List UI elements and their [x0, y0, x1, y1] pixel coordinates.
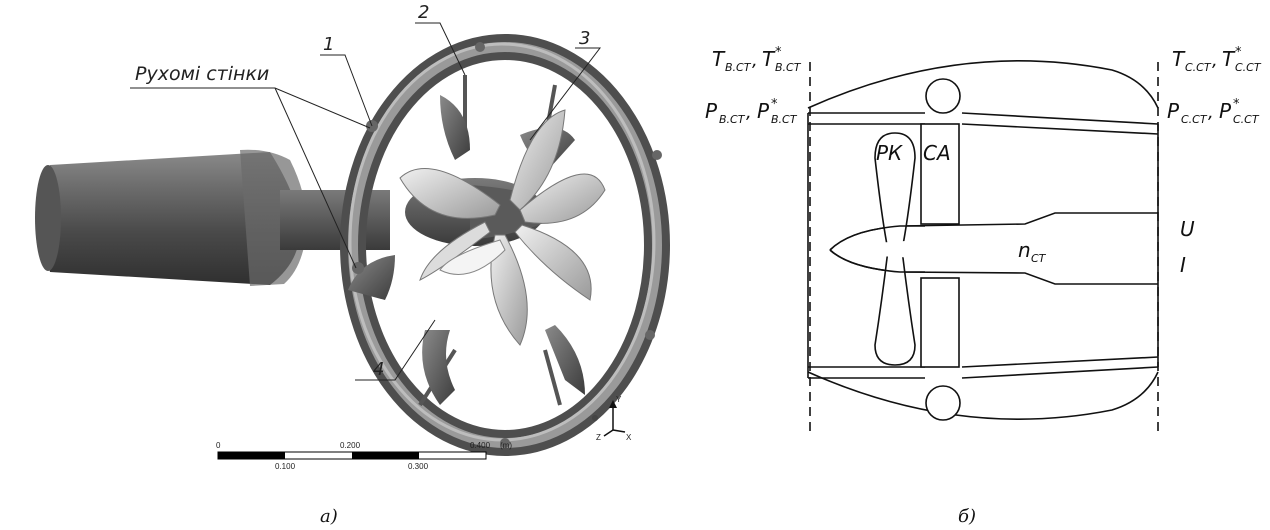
callout-1: 1: [323, 34, 334, 55]
subscript: С.СТ: [1181, 113, 1208, 126]
leader-lines: [130, 22, 602, 381]
panel-a: Рухомі стінки 1 2 3 4 0 0.200 0.400 (m) …: [35, 2, 670, 527]
duct-wall-top-right-inner: [961, 123, 1159, 135]
speed-subscript: СТ: [1031, 252, 1047, 265]
shaft-overlay-top: [829, 225, 925, 251]
panel-b: [807, 60, 1159, 435]
triad-x-label: X: [626, 433, 632, 442]
speed-label: n СТ: [1018, 238, 1047, 265]
subscript-star: С.СТ: [1235, 61, 1262, 74]
outlet-temp-label: T С.СТ , T * С.СТ: [1172, 45, 1262, 74]
rotor-label: РК: [876, 141, 903, 165]
ring-section-top: [925, 78, 961, 114]
callout-2: 2: [418, 2, 429, 23]
duct-wall-top-right: [961, 112, 1159, 125]
caption-b: б): [958, 506, 976, 527]
caption-a: а): [320, 506, 338, 527]
symbol: T: [1172, 47, 1186, 71]
stator-label: СА: [923, 141, 951, 165]
shroud-outer-top: [807, 60, 1159, 109]
symbol: P: [705, 99, 718, 123]
subscript-star: В.СТ: [775, 61, 802, 74]
star: *: [771, 97, 778, 112]
separator: ,: [1212, 50, 1218, 71]
stator-vane-top: [920, 123, 960, 225]
subscript: С.СТ: [1185, 61, 1212, 74]
shroud-outer-bottom: [807, 371, 1159, 420]
scale-unit: (m): [500, 441, 512, 450]
ring-section-bottom: [925, 385, 961, 421]
scale-tick-0: 0: [216, 441, 221, 450]
motor-cylinder: [35, 149, 390, 286]
axis-triad: Y X Z: [592, 395, 632, 442]
shaft-overlay-bottom: [829, 249, 925, 273]
separator: ,: [752, 50, 758, 71]
star: *: [1235, 45, 1242, 60]
duct-wall-bottom-right: [961, 356, 1159, 368]
subscript-star: С.СТ: [1233, 113, 1260, 126]
symbol-star: P: [1219, 99, 1232, 123]
moving-walls-label: Рухомі стінки: [135, 63, 269, 85]
scale-tick-0300: 0.300: [408, 462, 429, 471]
callout-4: 4: [373, 359, 384, 380]
outlet-pressure-label: P С.СТ , P * С.СТ: [1167, 97, 1260, 126]
subscript-star: В.СТ: [771, 113, 798, 126]
shaft-overlay: [875, 240, 920, 258]
symbol-star: P: [757, 99, 770, 123]
triad-y-label: Y: [616, 395, 622, 404]
inlet-temp-label: T В.СТ , T * В.СТ: [712, 45, 802, 74]
subscript: В.СТ: [719, 113, 746, 126]
stator-vane-bottom: [920, 277, 960, 368]
scale-tick-0200: 0.200: [340, 441, 361, 450]
star: *: [775, 45, 782, 60]
separator: ,: [1208, 102, 1214, 123]
inlet-pressure-label: P В.СТ , P * В.СТ: [705, 97, 798, 126]
voltage-label: U: [1180, 217, 1195, 241]
symbol: T: [712, 47, 726, 71]
subscript: В.СТ: [725, 61, 752, 74]
symbol: P: [1167, 99, 1180, 123]
scale-bar: 0 0.200 0.400 (m) 0.100 0.300: [216, 441, 512, 471]
speed-symbol: n: [1018, 238, 1031, 262]
rotor-blades: [399, 109, 606, 346]
scale-tick-0100: 0.100: [275, 462, 296, 471]
triad-z-label: Z: [596, 433, 601, 442]
callout-3: 3: [579, 28, 590, 49]
symbol-star: T: [762, 47, 776, 71]
duct-wall-bottom-right-inner: [961, 366, 1159, 379]
current-label: I: [1180, 253, 1186, 277]
scale-tick-0400: 0.400: [470, 441, 491, 450]
star: *: [1233, 97, 1240, 112]
symbol-star: T: [1222, 47, 1236, 71]
separator: ,: [746, 102, 752, 123]
